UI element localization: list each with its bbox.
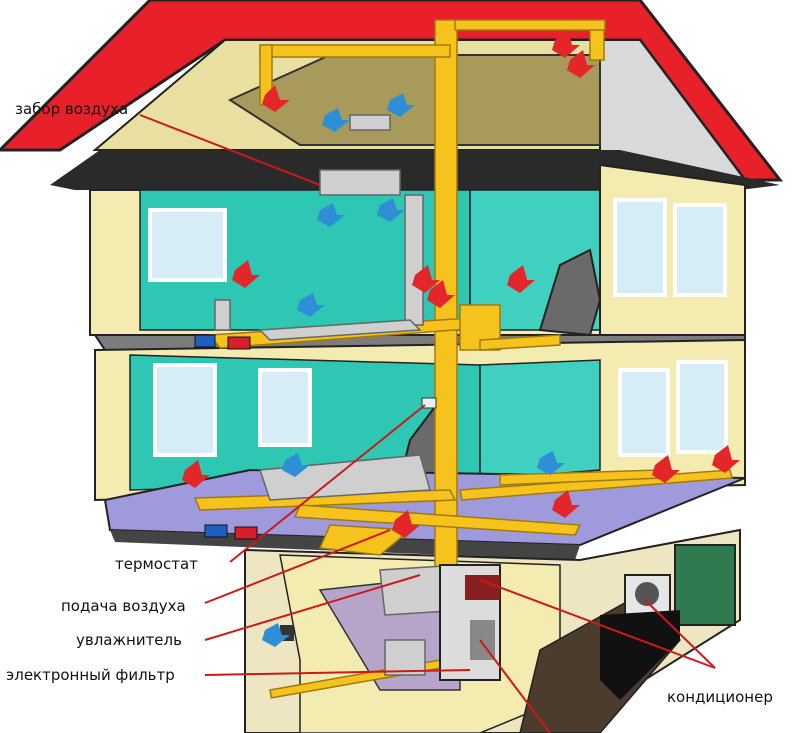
label-thermostat: термостат (115, 555, 198, 573)
label-air-intake: забор воздуха (15, 100, 129, 118)
label-humidifier: увлажнитель (76, 631, 182, 649)
cool-air-arrows (262, 93, 565, 647)
attic-floor-slab (50, 150, 780, 190)
middle-floor (94, 338, 746, 502)
window (148, 208, 227, 282)
window (676, 360, 728, 454)
warm-air-arrows (182, 30, 740, 538)
label-air-supply: подача воздуха (61, 597, 186, 615)
attic (92, 39, 747, 181)
window (613, 198, 667, 297)
window (153, 363, 217, 457)
window (258, 368, 312, 447)
window (673, 203, 727, 297)
thermostat-device (421, 397, 437, 409)
supply-registers (194, 334, 258, 540)
label-air-conditioner: кондиционер (667, 688, 773, 706)
return-ducts (214, 114, 466, 676)
furnace-unit (439, 564, 501, 681)
label-leader-lines (139, 114, 716, 733)
window (618, 368, 670, 457)
label-electronic-filter: электронный фильтр (6, 666, 175, 684)
wall-outer (674, 544, 736, 626)
